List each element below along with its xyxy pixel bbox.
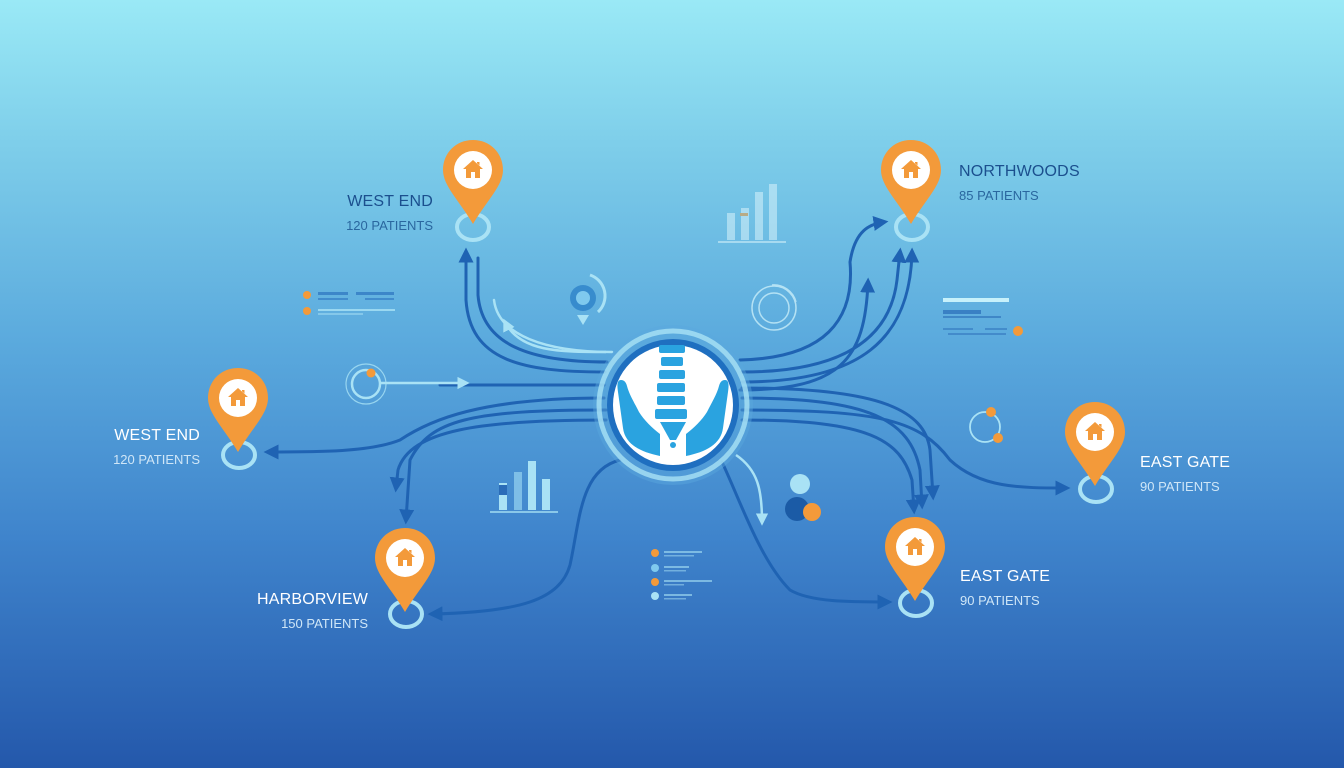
orbit-icon bbox=[969, 407, 1003, 443]
hub-node[interactable] bbox=[593, 325, 753, 485]
pin-west-end-top[interactable] bbox=[443, 140, 503, 242]
patient-count: 120 PATIENTS bbox=[346, 218, 433, 233]
spine-in-hands-icon bbox=[617, 345, 729, 456]
location-label-west-end-top: WEST END 120 PATIENTS bbox=[300, 193, 433, 233]
patient-count: 120 PATIENTS bbox=[113, 452, 200, 467]
bar-chart-icon bbox=[490, 461, 558, 513]
pin-harborview[interactable] bbox=[375, 528, 435, 629]
ring-icon bbox=[345, 363, 387, 405]
bar-chart-icon bbox=[718, 184, 786, 243]
pin-east-gate-right[interactable] bbox=[1065, 402, 1125, 504]
location-name: NORTHWOODS bbox=[959, 163, 1080, 180]
location-name: HARBORVIEW bbox=[256, 591, 368, 608]
location-label-harborview: HARBORVIEW 150 PATIENTS bbox=[230, 591, 368, 631]
location-pin-icon bbox=[1065, 402, 1125, 486]
location-label-northwoods: NORTHWOODS 85 PATIENTS bbox=[959, 163, 1080, 203]
patient-count: 90 PATIENTS bbox=[1140, 479, 1220, 494]
location-name: EAST GATE bbox=[1140, 454, 1231, 471]
pin-east-gate-bottom[interactable] bbox=[885, 517, 945, 618]
location-pin-icon bbox=[443, 140, 503, 224]
location-pin-icon bbox=[885, 517, 945, 601]
target-pin-icon bbox=[570, 273, 607, 325]
patient-count: 90 PATIENTS bbox=[960, 593, 1040, 608]
circles-cluster-icon bbox=[785, 474, 821, 521]
patient-count: 85 PATIENTS bbox=[959, 188, 1039, 203]
legend-list-icon bbox=[651, 549, 712, 600]
pin-northwoods[interactable] bbox=[881, 140, 941, 242]
text-lines-icon bbox=[943, 298, 1023, 336]
location-label-east-gate-right: EAST GATE 90 PATIENTS bbox=[1140, 454, 1231, 494]
location-label-west-end-left: WEST END 120 PATIENTS bbox=[70, 427, 200, 467]
decorative-lines bbox=[380, 318, 769, 526]
connection-lines bbox=[263, 216, 1071, 622]
location-name: EAST GATE bbox=[960, 568, 1051, 585]
spiral-icon bbox=[751, 284, 797, 331]
pin-west-end-left[interactable] bbox=[208, 368, 268, 470]
location-pin-icon bbox=[208, 368, 268, 452]
text-lines-icon bbox=[303, 291, 395, 315]
patient-count: 150 PATIENTS bbox=[281, 616, 368, 631]
location-pin-icon bbox=[881, 140, 941, 224]
location-name: WEST END bbox=[114, 427, 200, 444]
location-label-east-gate-bottom: EAST GATE 90 PATIENTS bbox=[960, 568, 1051, 608]
location-pin-icon bbox=[375, 528, 435, 612]
location-name: WEST END bbox=[347, 193, 433, 210]
